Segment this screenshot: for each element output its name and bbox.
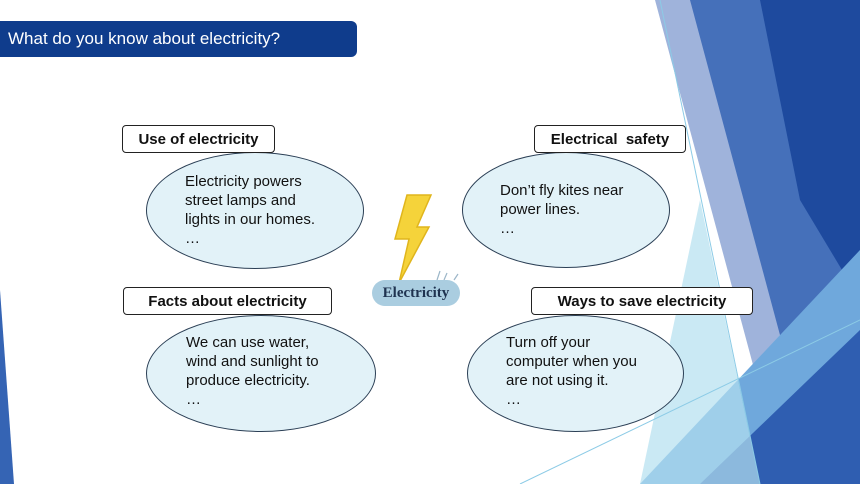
label-use-of-electricity: Use of electricity [122, 125, 275, 153]
bubble-line: … [500, 220, 515, 237]
bubble-ways-to-save-electricity [467, 315, 684, 432]
bubble-text-electrical-safety: Don’t fly kites near power lines. … [500, 181, 623, 238]
label-facts-about-electricity: Facts about electricity [123, 287, 332, 315]
bubble-line: lights in our homes. [185, 211, 316, 228]
sparkle-icon [436, 270, 459, 281]
bubble-line: … [506, 391, 521, 408]
bubble-facts-about-electricity [146, 315, 376, 432]
bubble-line: Don’t fly kites near [500, 182, 624, 199]
lightning-bolt-icon [394, 194, 433, 284]
bubble-text-facts-about-electricity: We can use water, wind and sunlight to p… [186, 333, 319, 409]
bubble-text-use-of-electricity: Electricity powers street lamps and ligh… [185, 172, 315, 248]
right-dark-panel [760, 0, 860, 300]
bubble-text-ways-to-save-electricity: Turn off your computer when you are not … [506, 333, 637, 409]
thin-line-1 [659, 0, 761, 484]
thin-line-2 [519, 319, 860, 484]
bubble-line: We can use water, [186, 334, 310, 351]
bubble-use-of-electricity [146, 152, 364, 269]
bubble-line: … [185, 230, 200, 247]
bubble-line: … [186, 391, 201, 408]
bubble-line: computer when you [506, 353, 637, 370]
bubble-line: street lamps and [185, 192, 296, 209]
bubble-line: Electricity powers [185, 173, 302, 190]
label-ways-to-save-electricity: Ways to save electricity [531, 287, 753, 315]
bubble-line: Turn off your [506, 334, 591, 351]
left-edge-panel [0, 290, 14, 484]
bottom-right-cyan [640, 200, 760, 484]
bubble-line: wind and sunlight to [186, 353, 319, 370]
label-electrical-safety: Electrical safety [534, 125, 686, 153]
bubble-electrical-safety [462, 152, 670, 268]
bubble-line: produce electricity. [186, 372, 310, 389]
slide-title: What do you know about electricity? [0, 21, 357, 57]
center-topic-label: Electricity [372, 280, 460, 306]
bubble-line: power lines. [500, 201, 581, 218]
bubble-line: are not using it. [506, 372, 609, 389]
